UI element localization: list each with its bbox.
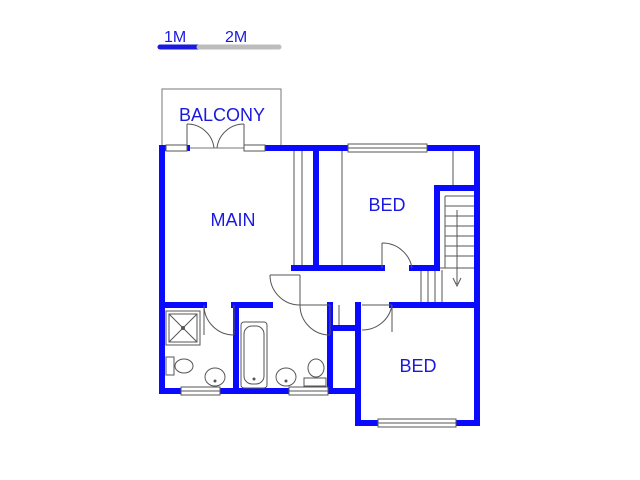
balcony-door <box>186 123 245 149</box>
bed-bottom-door <box>361 304 393 332</box>
room-label-bed-bottom: BED <box>399 356 436 376</box>
scale-bar: 1M 2M <box>157 29 282 50</box>
basin-icon-right <box>275 367 297 387</box>
toilet-icon-right <box>303 358 327 387</box>
interior-lines <box>293 150 476 330</box>
fixtures <box>165 310 327 389</box>
doors <box>186 123 413 336</box>
windows <box>165 143 457 428</box>
passage-door <box>269 274 301 306</box>
room-label-main: MAIN <box>211 210 256 230</box>
room-label-balcony: BALCONY <box>179 105 265 125</box>
bath-left-door <box>203 304 235 336</box>
room-label-bed-top: BED <box>368 195 405 215</box>
scale-label-1m: 1M <box>164 29 186 46</box>
toilet-icon-left <box>165 356 194 376</box>
balcony-outline <box>161 88 282 149</box>
bed-top-door <box>381 242 413 269</box>
scale-label-2m: 2M <box>225 29 247 46</box>
bathtub-icon <box>240 321 268 389</box>
bath-right-door <box>299 304 331 336</box>
shower-icon <box>165 310 201 346</box>
staircase <box>420 187 476 305</box>
basin-icon-left <box>204 367 226 387</box>
